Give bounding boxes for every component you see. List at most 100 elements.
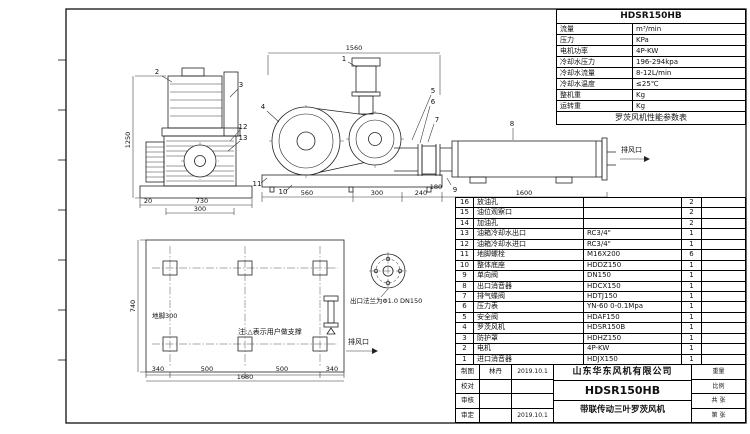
part-number: 5 [456,312,474,323]
part-name: 油箱冷却水出口 [474,229,584,239]
dim-front-height: 1250 [124,132,132,149]
company-name: 山东华东风机有限公司 [554,365,691,381]
outlet-label-side: 排风口 [621,145,642,154]
part-qty: 2 [682,198,702,208]
part-note [702,198,745,207]
part-spec: RC3/4" [584,229,682,239]
callout-10: 10 [279,188,288,196]
annotation-texts: 排风口 排风口 出口法兰为Φ1.0 DN150 注:△表示用户做支撑 [238,145,642,346]
callout-4: 4 [261,103,266,111]
callout-11: 11 [253,180,262,188]
spec-value: Kg [636,91,646,99]
part-qty: 1 [682,333,702,344]
part-note [702,344,745,353]
dim-gap: 180 [430,183,442,191]
part-note [702,323,745,332]
part-name: 出口消音器 [474,281,584,291]
part-qty: 1 [682,323,702,333]
part-number: 2 [456,344,474,354]
part-name: 排气蝶阀 [474,291,584,302]
part-spec: HDHZ150 [584,333,682,344]
sign-date: 2019.10.1 [517,368,548,375]
part-qty: 1 [682,354,702,365]
product-model: HDSR150HB [554,381,691,401]
spec-value: m³/min [636,25,662,33]
dim-plan-seg2: 500 [201,365,213,373]
spec-row: 冷却水温度≤25℃ [557,79,745,90]
callout-2: 2 [155,68,159,76]
callout-5: 5 [431,87,435,95]
sheet-frame [65,8,747,424]
part-name: 防护罩 [474,333,584,344]
plan-outlet-arrow-icon [372,348,378,354]
part-qty: 1 [682,344,702,354]
part-qty: 1 [682,291,702,302]
spec-label: 冷却水流量 [557,68,633,78]
part-spec [584,218,682,229]
part-spec: HDCX150 [584,281,682,291]
part-qty: 1 [682,260,702,271]
spec-table-title: HDSR150HB [557,10,745,24]
part-name: 油位观察口 [474,208,584,218]
part-spec: HDAF150 [584,312,682,323]
callout-7: 7 [435,116,439,124]
dim-base-seg3: 240 [415,189,427,197]
anchor-depth-note: 地脚300 [152,311,177,320]
part-number: 13 [456,229,474,239]
part-note [702,302,745,311]
part-note [702,282,745,291]
dim-front-inner: 300 [194,205,206,213]
part-spec: 4P-KW [584,344,682,354]
front-view [139,67,253,199]
part-spec [584,208,682,218]
part-name: 单向阀 [474,271,584,281]
part-spec: HDJX150 [584,354,682,365]
sign-label: 审核 [456,394,480,408]
part-qty: 1 [682,239,702,250]
spec-label: 电机功率 [557,46,633,56]
part-note [702,334,745,343]
side-view [261,57,616,193]
spec-table-footer: 罗茨风机性能参数表 [615,113,687,122]
spec-label: 整机重 [557,90,633,100]
spec-value: 196-294kpa [636,58,679,66]
part-qty: 6 [682,250,702,260]
part-qty: 1 [682,271,702,281]
sign-label: 制图 [456,365,480,379]
sign-label: 审定 [456,408,480,422]
dim-plan-seg1: 340 [152,365,164,373]
outlet-arrow-icon [644,156,650,162]
dim-front-offset: 20 [144,197,152,205]
info-cell: 第 张 [711,411,726,419]
part-note [702,250,745,259]
part-note [702,313,745,322]
dim-base-seg2: 300 [371,189,383,197]
part-spec: YN-60 0-0.1Mpa [584,302,682,312]
part-number: 1 [456,354,474,365]
part-name: 加油孔 [474,218,584,229]
sign-label: 校对 [456,379,480,393]
title-block-center: 山东华东风机有限公司 HDSR150HB 带联传动三叶罗茨风机 [554,365,692,422]
part-qty: 1 [682,229,702,239]
part-number: 8 [456,281,474,291]
part-number: 9 [456,271,474,281]
sign-date: 2019.10.1 [517,411,548,419]
callout-3: 3 [239,81,243,89]
sign-date [512,394,553,408]
